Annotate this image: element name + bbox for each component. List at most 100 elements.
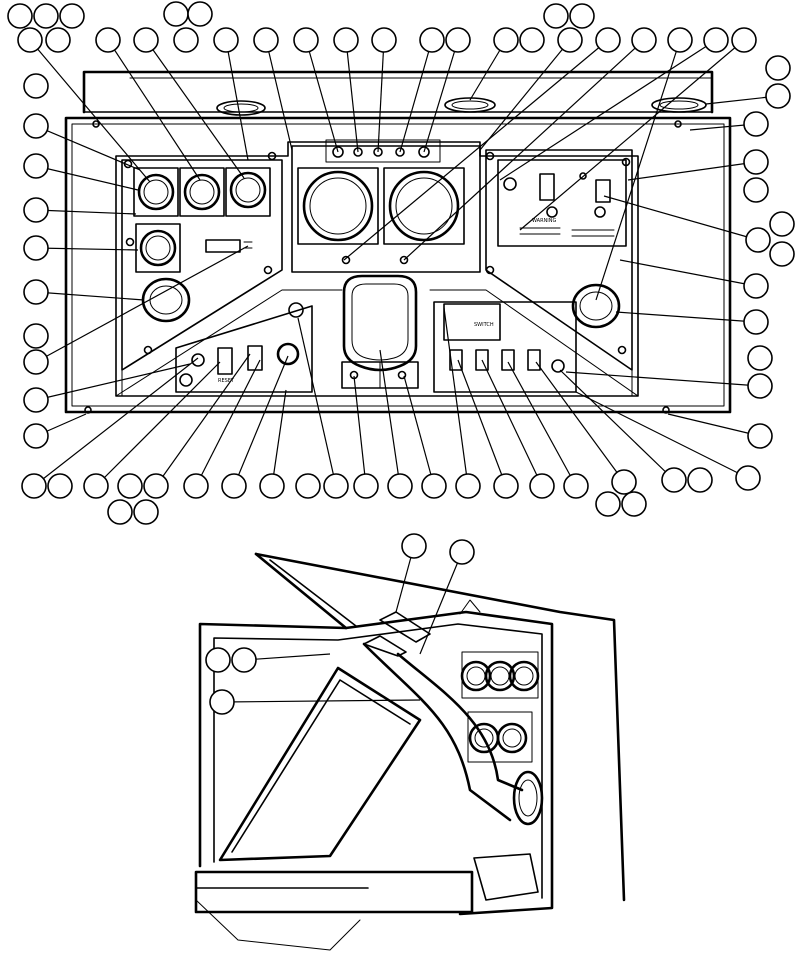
- callout-circle: [23, 73, 49, 99]
- callout-bubble: [519, 27, 545, 53]
- callout-bubble: [183, 473, 209, 499]
- callout-bubble: [209, 689, 235, 715]
- leader-line: [627, 161, 757, 181]
- callout-circle: [83, 473, 109, 499]
- toggle-1: [449, 349, 463, 371]
- leader-line: [35, 291, 145, 301]
- inner-door: [218, 666, 422, 862]
- receptacle-3: [229, 171, 267, 209]
- leader-line: [377, 39, 385, 153]
- callout-circle: [621, 491, 647, 517]
- callout-circle: [133, 27, 159, 53]
- callout-bubble: [59, 3, 85, 29]
- callout-bubble: [419, 27, 445, 53]
- leader-line: [603, 195, 759, 241]
- cable-grommets: [216, 97, 707, 116]
- callout-bubble: [173, 27, 199, 53]
- housing-top: [82, 70, 714, 114]
- callout-bubble: [621, 491, 647, 517]
- access-cover: [342, 274, 418, 372]
- callout-bubble: [133, 27, 159, 53]
- callout-bubble: [529, 473, 555, 499]
- center-indicator-strip: [325, 139, 441, 163]
- duct-fitting: [512, 770, 544, 826]
- leader-line: [345, 39, 359, 153]
- callout-circle: [117, 473, 143, 499]
- leader-line: [29, 39, 151, 183]
- callout-bubble: [23, 323, 49, 349]
- callout-circle: [371, 27, 397, 53]
- callout-circle: [493, 27, 519, 53]
- callout-circle: [595, 27, 621, 53]
- callout-circle: [353, 473, 379, 499]
- callout-circle: [735, 465, 761, 491]
- leader-line: [559, 369, 675, 481]
- callout-circle: [557, 27, 583, 53]
- callout-bubble: [731, 27, 757, 53]
- callout-circle: [333, 27, 359, 53]
- leader-line: [265, 39, 293, 151]
- callouts: [7, 1, 795, 715]
- callout-circle: [765, 83, 791, 109]
- duct-clamp: [363, 635, 407, 657]
- callout-bubble: [765, 55, 791, 81]
- callout-circle: [259, 473, 285, 499]
- callout-circle: [769, 241, 795, 267]
- callout-bubble: [595, 27, 621, 53]
- callout-circle: [743, 273, 769, 299]
- callout-bubble: [493, 473, 519, 499]
- leader-line: [423, 39, 459, 153]
- leader-line: [233, 355, 289, 487]
- leader-line: [507, 361, 577, 487]
- callout-circle: [323, 473, 349, 499]
- callout-bubble: [187, 1, 213, 27]
- callout-circle: [23, 153, 49, 179]
- receptacle-2: [183, 173, 221, 211]
- leader-line: [499, 39, 717, 181]
- callout-bubble: [769, 211, 795, 237]
- callout-bubble: [47, 473, 73, 499]
- svg-text:SWITCH: SWITCH: [474, 322, 494, 328]
- svg-text:WARNING: WARNING: [532, 218, 557, 224]
- instruction-plate: [443, 303, 501, 341]
- indicator-lamp-5: [418, 146, 430, 158]
- left-upper-subpanel: [121, 159, 283, 371]
- callout-bubble: [747, 373, 773, 399]
- callout-bubble: [83, 473, 109, 499]
- callout-circle: [183, 473, 209, 499]
- leader-line: [443, 307, 469, 487]
- leader-line: [595, 39, 681, 301]
- callout-circle: [745, 227, 771, 253]
- leader-line: [195, 359, 261, 487]
- callout-bubble: [23, 73, 49, 99]
- callout-circle: [543, 3, 569, 29]
- callout-bubble: [687, 467, 713, 493]
- callout-bubble: [569, 3, 595, 29]
- callout-circle: [743, 177, 769, 203]
- receptacle-4: [139, 229, 177, 267]
- callout-bubble: [323, 473, 349, 499]
- callout-bubble: [117, 473, 143, 499]
- callout-bubble: [769, 241, 795, 267]
- callout-circle: [455, 473, 481, 499]
- leader-lines: [29, 39, 779, 703]
- callout-circle: [529, 473, 555, 499]
- callout-bubble: [401, 533, 427, 559]
- callout-bubble: [205, 647, 231, 673]
- indicator-lamp-4: [395, 147, 405, 157]
- callout-bubble: [107, 499, 133, 525]
- leader-line: [145, 39, 245, 179]
- callout-circle: [17, 27, 43, 53]
- callout-bubble: [23, 113, 49, 139]
- air-duct-lower: [396, 652, 524, 792]
- leader-line: [35, 125, 141, 171]
- leader-line: [343, 39, 609, 261]
- fuse-holder-left: [191, 353, 205, 367]
- leader-line: [619, 259, 757, 287]
- leader-line: [535, 361, 625, 483]
- callout-bubble: [743, 309, 769, 335]
- air-duct-upper: [362, 642, 512, 822]
- callout-circle: [221, 473, 247, 499]
- leader-line: [575, 391, 749, 479]
